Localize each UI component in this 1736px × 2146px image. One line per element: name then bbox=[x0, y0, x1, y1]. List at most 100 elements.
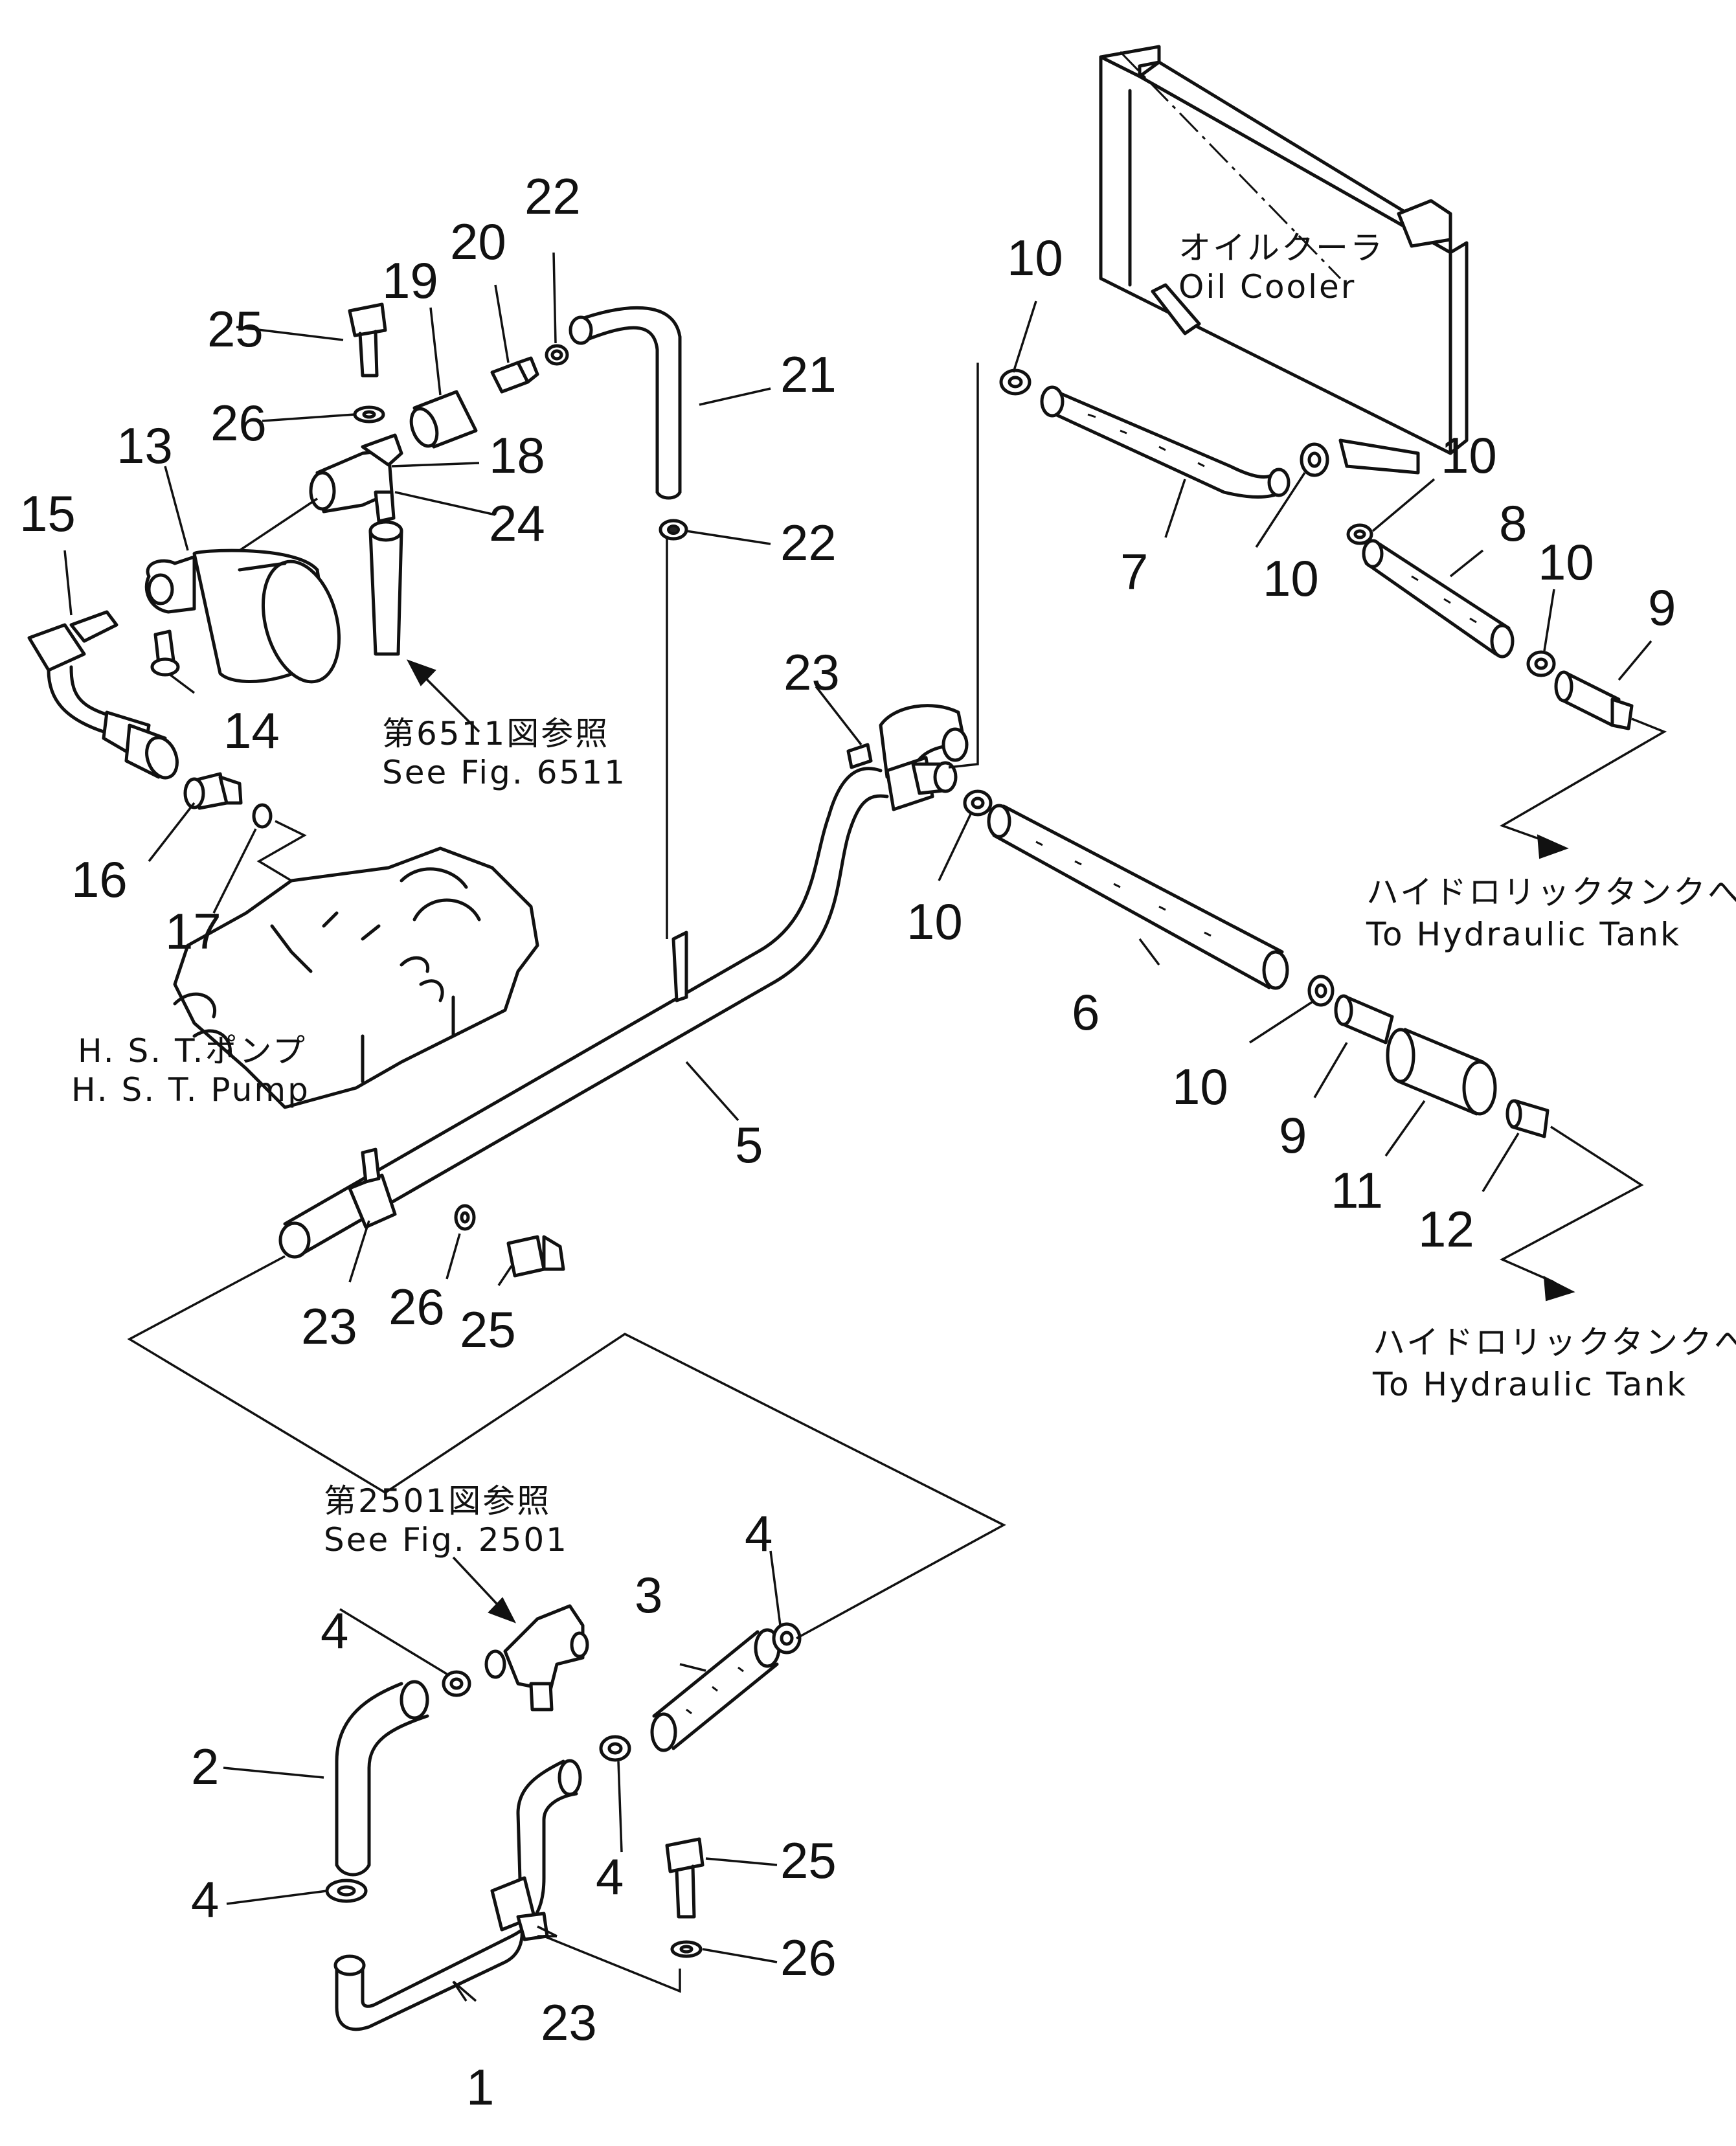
callout-26: 26 bbox=[780, 1929, 837, 1986]
callout-14: 14 bbox=[223, 702, 280, 759]
clamp-4-c bbox=[599, 1735, 631, 1762]
tee-lower bbox=[484, 1604, 589, 1711]
hose-6 bbox=[987, 804, 1289, 990]
routing-line-washer bbox=[543, 1935, 681, 1993]
plug-14 bbox=[150, 629, 180, 677]
to-hydraulic-tank-upper-en: To Hydraulic Tank bbox=[1366, 916, 1681, 953]
clamp-22-upper bbox=[545, 344, 569, 366]
hose-3 bbox=[650, 1628, 781, 1752]
callout-24: 24 bbox=[489, 495, 545, 552]
callout-10: 10 bbox=[907, 893, 963, 950]
hose-7 bbox=[1040, 385, 1291, 499]
routing-line-cooler bbox=[948, 363, 979, 769]
clamp-23-lower-hose bbox=[490, 1876, 549, 1941]
washer-26-top bbox=[353, 405, 385, 424]
callout-10: 10 bbox=[1007, 229, 1063, 286]
callout-2: 2 bbox=[191, 1738, 219, 1795]
nipple-12 bbox=[1505, 1099, 1550, 1138]
routing-line-pump bbox=[256, 820, 307, 882]
hose-1 bbox=[333, 1759, 582, 2031]
callout-25: 25 bbox=[780, 1832, 837, 1889]
arrow-see-6511 bbox=[406, 659, 480, 733]
oil-cooler-label-en: Oil Cooler bbox=[1178, 268, 1356, 306]
hst-pump-label-en: H. S. T. Pump bbox=[71, 1071, 310, 1109]
washer-26-middle bbox=[454, 1204, 476, 1231]
callout-25: 25 bbox=[207, 300, 264, 357]
callout-19: 19 bbox=[382, 252, 438, 309]
callout-3: 3 bbox=[635, 1566, 662, 1623]
fitting-9-upper bbox=[1554, 670, 1634, 730]
sleeve-19 bbox=[409, 390, 478, 449]
oil-cooler bbox=[1099, 45, 1469, 475]
washer-26-lower bbox=[670, 1940, 703, 1958]
callout-1: 1 bbox=[466, 2059, 494, 2116]
callout-17: 17 bbox=[165, 903, 221, 960]
callout-26: 26 bbox=[389, 1278, 445, 1335]
callout-4: 4 bbox=[745, 1505, 772, 1562]
callout-10: 10 bbox=[1172, 1058, 1228, 1115]
see-fig-6511-jp: 第6511図参照 bbox=[382, 715, 609, 752]
clamp-10-a bbox=[999, 368, 1031, 396]
see-fig-2501-jp: 第2501図参照 bbox=[324, 1482, 551, 1520]
callout-23: 23 bbox=[301, 1298, 357, 1355]
clamp-4-a bbox=[442, 1670, 471, 1697]
o-ring-17 bbox=[252, 803, 273, 829]
hose-8 bbox=[1362, 539, 1515, 659]
clamp-4-d bbox=[325, 1879, 368, 1903]
callout-9: 9 bbox=[1648, 579, 1676, 636]
tube-see-6511 bbox=[368, 520, 403, 656]
callout-6: 6 bbox=[1072, 984, 1099, 1041]
callout-22: 22 bbox=[780, 514, 837, 571]
arrow-tank-upper bbox=[1537, 834, 1569, 859]
hst-pump bbox=[173, 846, 539, 1109]
routing-line-loop bbox=[127, 1255, 1006, 1640]
to-hydraulic-tank-upper-jp: ハイドロリックタンクへ bbox=[1366, 874, 1736, 911]
fitting-16 bbox=[183, 772, 243, 810]
callout-4: 4 bbox=[596, 1848, 624, 1905]
callout-26: 26 bbox=[210, 394, 267, 451]
sleeve-11 bbox=[1386, 1028, 1497, 1116]
bolt-25-top bbox=[348, 302, 387, 378]
fitting-9-lower bbox=[1334, 994, 1394, 1045]
callout-10: 10 bbox=[1538, 534, 1594, 591]
arrow-tank-lower bbox=[1543, 1276, 1575, 1302]
clamp-22-lower bbox=[659, 519, 688, 541]
callout-leaders bbox=[63, 252, 1652, 2002]
callout-21: 21 bbox=[780, 346, 837, 403]
callout-23: 23 bbox=[783, 644, 840, 701]
see-fig-2501-en: See Fig. 2501 bbox=[324, 1521, 569, 1559]
tee-upper bbox=[846, 704, 969, 811]
callout-25: 25 bbox=[460, 1301, 516, 1358]
routing-line-tank-upper bbox=[1499, 717, 1667, 843]
clamp-10-d bbox=[1526, 650, 1556, 677]
callout-20: 20 bbox=[450, 213, 506, 270]
callout-4: 4 bbox=[321, 1602, 348, 1659]
hose-15 bbox=[27, 610, 179, 780]
routing-line-filter bbox=[239, 497, 318, 552]
oil-cooler-label-jp: オイルクーラ bbox=[1178, 229, 1384, 267]
callout-5: 5 bbox=[735, 1116, 763, 1173]
to-hydraulic-tank-lower-jp: ハイドロリックタンクへ bbox=[1373, 1324, 1736, 1361]
callout-18: 18 bbox=[489, 427, 545, 484]
callout-4: 4 bbox=[191, 1871, 219, 1928]
callout-10: 10 bbox=[1263, 550, 1319, 607]
adapter-18-24 bbox=[309, 433, 403, 523]
filter-13 bbox=[144, 548, 341, 684]
callout-15: 15 bbox=[19, 485, 76, 542]
callout-23: 23 bbox=[541, 1994, 597, 2051]
clamp-10-b bbox=[1300, 442, 1329, 477]
callout-8: 8 bbox=[1499, 495, 1527, 552]
routing-line-tank-lower bbox=[1499, 1125, 1644, 1283]
clamp-10-c bbox=[1346, 523, 1373, 545]
bolt-25-middle bbox=[506, 1235, 565, 1278]
hose-21 bbox=[569, 306, 682, 500]
callout-10: 10 bbox=[1441, 427, 1497, 484]
see-fig-6511-en: See Fig. 6511 bbox=[382, 754, 627, 791]
callout-9: 9 bbox=[1279, 1107, 1307, 1164]
clamp-10-e bbox=[963, 789, 993, 817]
callout-11: 11 bbox=[1331, 1162, 1383, 1219]
clamp-23-lower bbox=[348, 1147, 397, 1229]
hst-pump-label-jp: H. S. T.ポンプ bbox=[78, 1032, 307, 1070]
fitting-20 bbox=[490, 356, 539, 394]
